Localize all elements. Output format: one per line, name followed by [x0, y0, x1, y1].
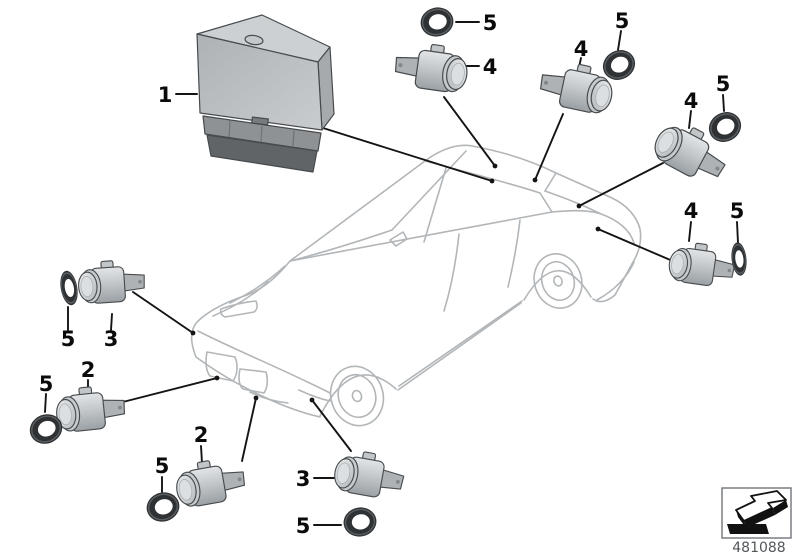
callout-label-4[interactable]: 4	[574, 37, 589, 61]
pointer-line	[597, 228, 676, 263]
callout-label-5[interactable]: 5	[155, 454, 170, 478]
callout-label-5[interactable]: 5	[730, 199, 745, 223]
decoupling-ring-c	[702, 105, 748, 149]
car-front-wheel-arch	[319, 374, 397, 417]
callout-label-5[interactable]: 5	[61, 327, 76, 351]
car-silhouette	[190, 144, 642, 358]
callout-label-5[interactable]: 5	[716, 72, 731, 96]
pdc-sensor-3a	[76, 258, 147, 306]
car-beltline	[289, 192, 553, 262]
connector-line	[44, 393, 47, 413]
callout-label-4[interactable]: 4	[483, 55, 498, 79]
pointer-line	[311, 399, 352, 452]
car-rear-wheel-arch	[523, 270, 592, 301]
part-number: 481088	[732, 540, 785, 556]
connector-line	[110, 313, 113, 331]
decoupling-ring-h	[340, 504, 380, 540]
pdc-sensor-4a	[392, 39, 471, 95]
pdc-sensor-4d	[666, 239, 738, 290]
callout-label-3[interactable]: 3	[104, 327, 119, 351]
callout-label-5[interactable]: 5	[615, 9, 630, 33]
connector-line	[617, 30, 622, 51]
car-rear-wheel	[533, 253, 583, 309]
replacement-arrow-icon	[727, 490, 788, 534]
car-b-pillar	[423, 167, 447, 243]
car-door-cuts	[443, 219, 521, 312]
callout-label-2[interactable]: 2	[81, 358, 96, 382]
car-bumper-intakes	[249, 389, 331, 404]
pointer-line	[443, 96, 496, 167]
car-rear-window	[544, 190, 602, 215]
car-outline	[190, 144, 642, 427]
car-kidney-grilles	[205, 351, 269, 394]
pointer-line	[534, 113, 564, 181]
leader-lines	[44, 21, 739, 526]
car-rocker-line	[397, 302, 522, 391]
callout-label-2[interactable]: 2	[194, 423, 209, 447]
callout-label-5[interactable]: 5	[39, 372, 54, 396]
car-front-wheel	[329, 365, 385, 427]
connector-line	[736, 221, 739, 244]
callout-label-1[interactable]: 1	[158, 83, 173, 107]
car-hood-creases	[212, 265, 286, 317]
connector-line	[722, 94, 725, 112]
pointer-line	[132, 291, 194, 334]
pointer-line	[241, 397, 257, 462]
pointer-dots	[190, 163, 601, 403]
callout-label-4[interactable]: 4	[684, 89, 699, 113]
pointer-line	[114, 377, 218, 405]
callout-label-3[interactable]: 3	[296, 467, 311, 491]
pdc-sensor-2b	[172, 454, 249, 510]
connector-line	[200, 445, 203, 464]
callout-label-5[interactable]: 5	[296, 514, 311, 538]
decoupling-ring-e	[57, 268, 81, 308]
pointer-line	[322, 127, 493, 182]
callout-label-4[interactable]: 4	[684, 199, 699, 223]
car-mirror	[389, 231, 408, 247]
car-rear-bumper-line	[596, 261, 635, 301]
pointer-line	[578, 162, 664, 207]
car-trunk-cut	[600, 213, 635, 244]
car-windshield	[289, 150, 467, 262]
pdc-sensor-3b	[331, 446, 408, 502]
control-module	[196, 14, 335, 173]
decoupling-ring-a	[417, 3, 457, 41]
decoupling-ring-g	[142, 487, 184, 527]
car-roof-rear-edge	[544, 172, 557, 192]
car-bumper-top-edge	[197, 330, 331, 394]
diagram-footer: 481088	[721, 487, 792, 556]
car-headlight	[219, 300, 258, 318]
connector-line	[688, 221, 692, 242]
callout-label-5[interactable]: 5	[483, 11, 498, 35]
connector-line	[688, 110, 692, 129]
pdc-sensor-2a	[53, 382, 128, 434]
car-sill-line	[398, 300, 523, 387]
car-bumper-bottom	[195, 356, 321, 418]
